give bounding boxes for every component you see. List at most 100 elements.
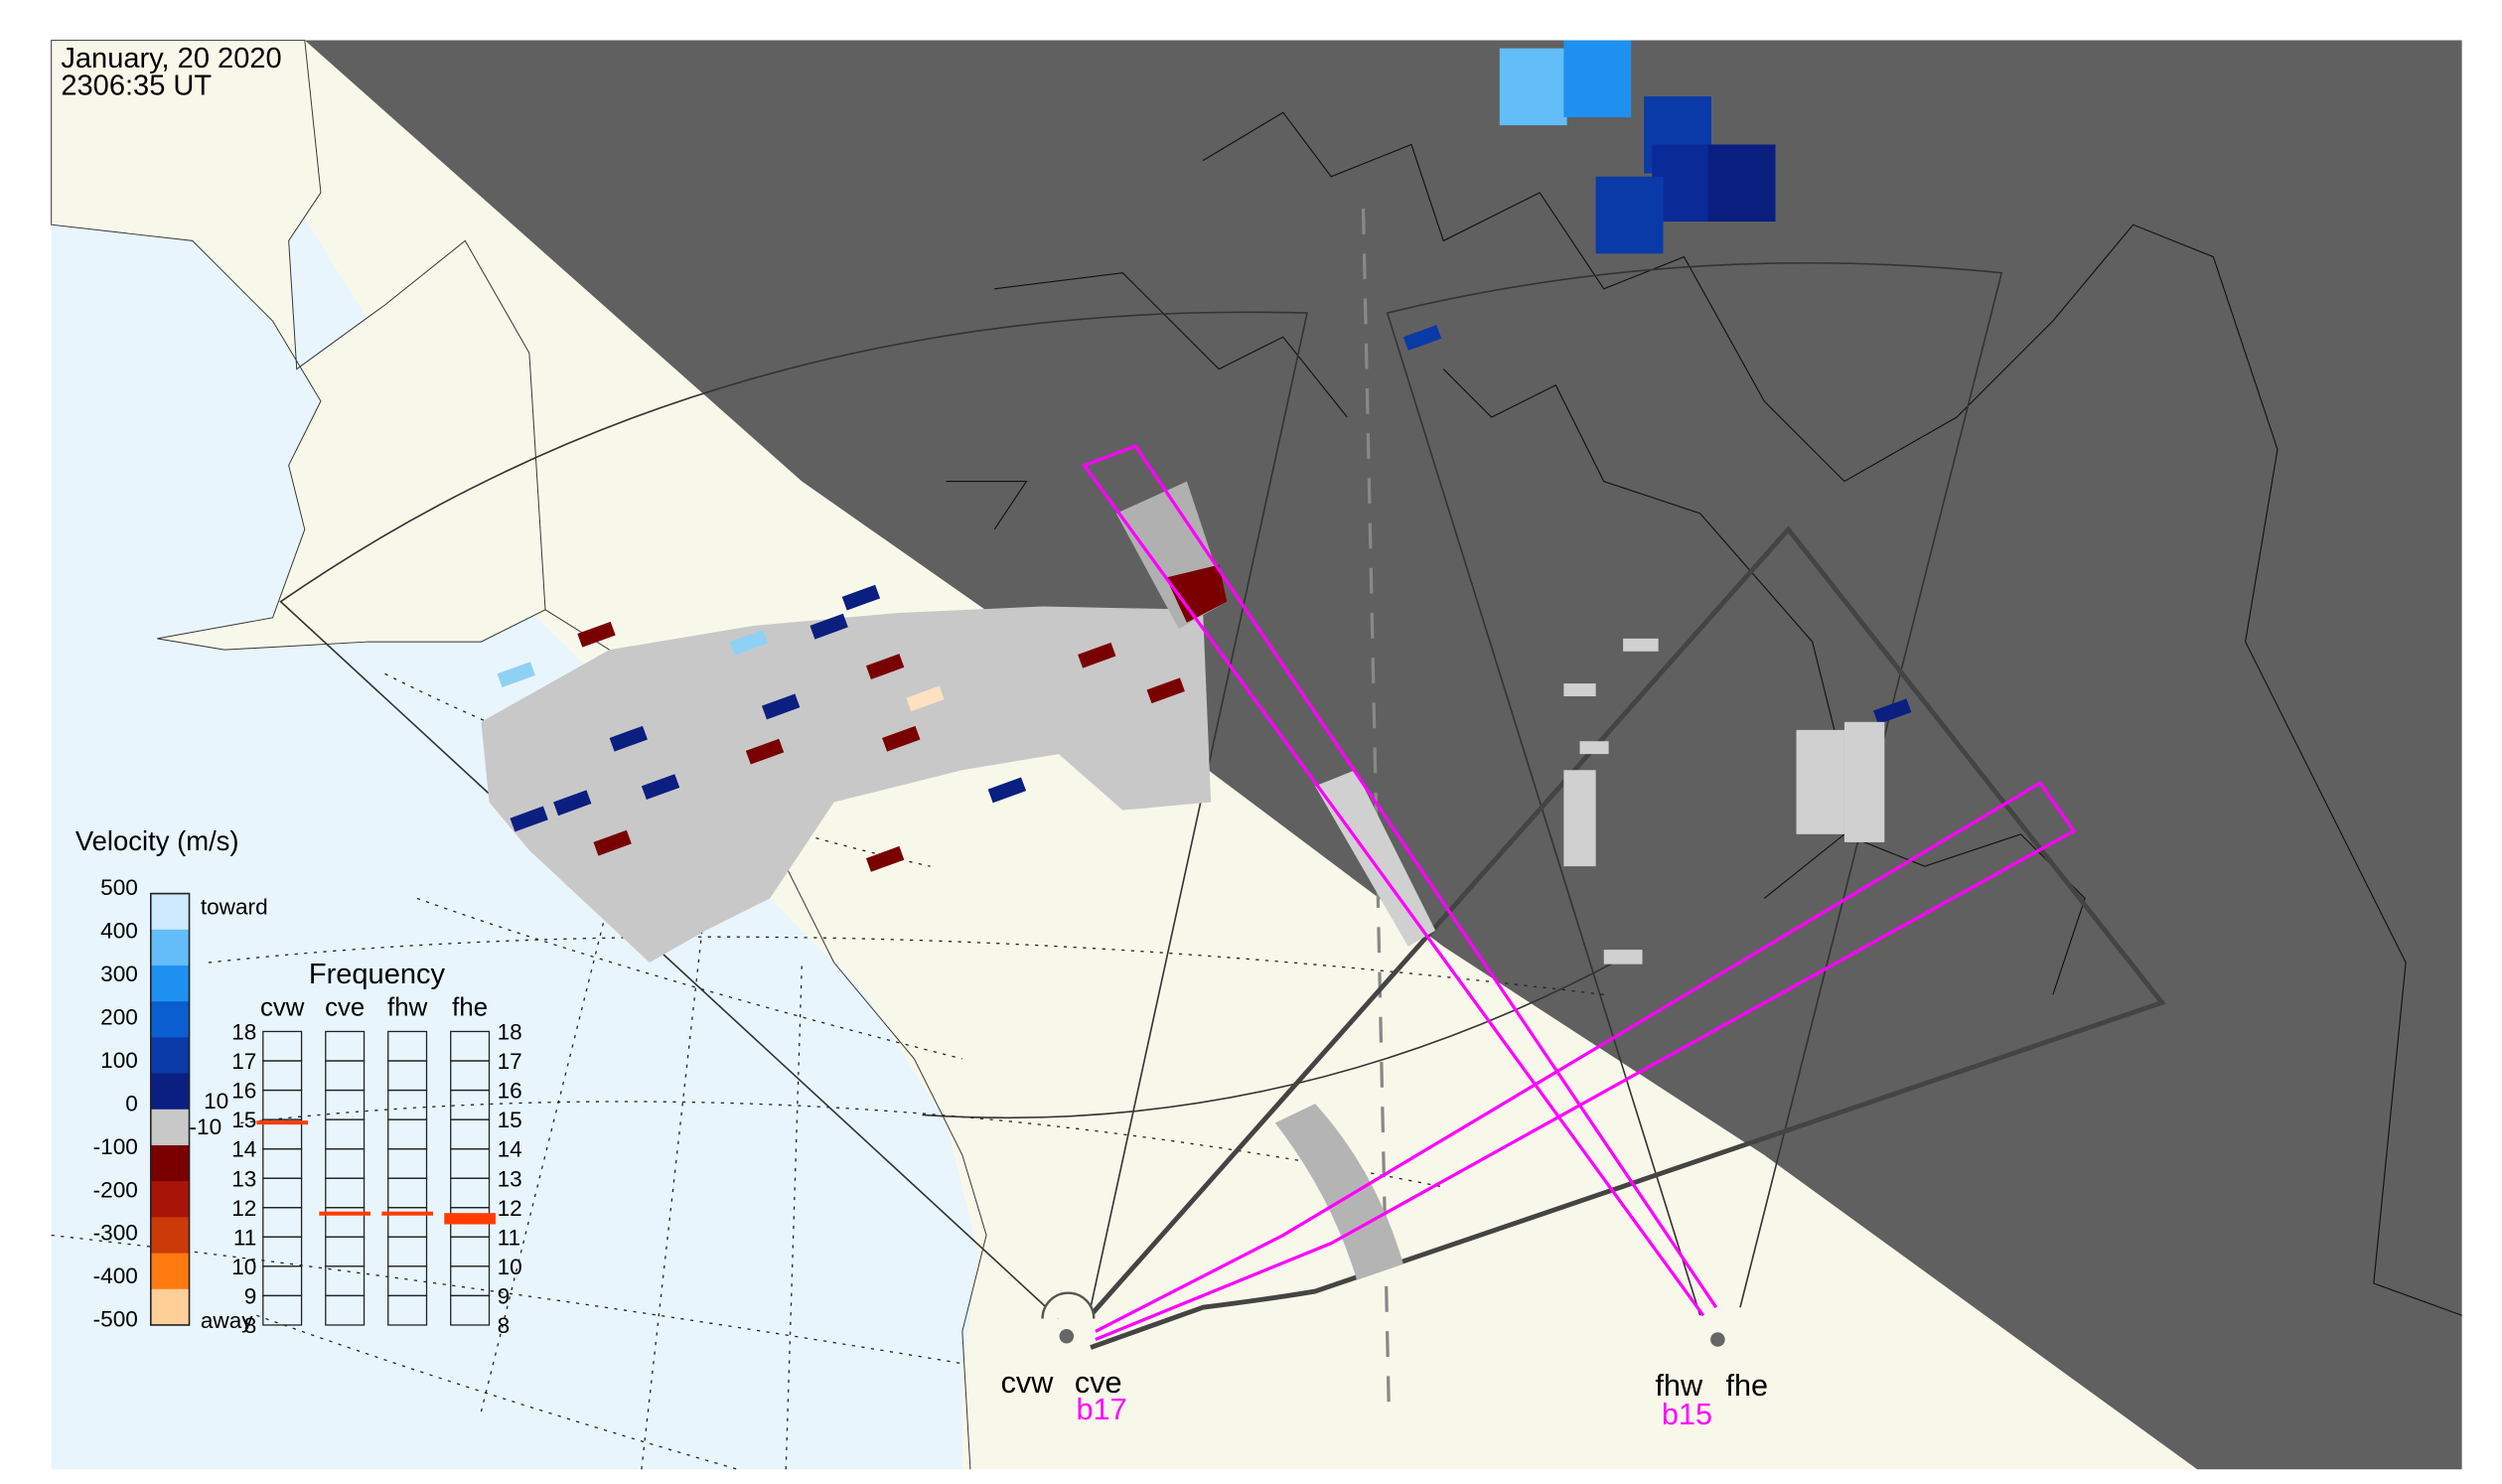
velocity-cell [729,629,769,656]
colorbar-segment [150,1073,190,1111]
alaska-coast [51,40,546,651]
cv-site-arc [1041,1291,1096,1319]
velocity-tick-label: 0 [125,1091,138,1115]
night-region [304,40,2462,1470]
velocity-cell [510,806,548,832]
fh-site-marker [1710,1332,1725,1347]
velocity-cell [987,777,1027,804]
velocity-tick-label: -300 [93,1221,138,1246]
velocity-cell [609,725,648,752]
legend-title: Velocity (m/s) [75,825,239,856]
colorbar-segment [150,1001,190,1038]
frequency-tick-left: 18 [231,1020,256,1045]
frequency-cell [325,1294,366,1326]
colorbar-segment [150,1253,190,1290]
frequency-marker [381,1211,433,1216]
frequency-cell [450,1294,491,1326]
plot-date: January, 20 2020 [61,43,281,74]
velocity-cell [882,725,921,752]
frequency-tick-left: 15 [231,1108,256,1132]
velocity-cell [497,662,535,688]
velocity-cell [762,693,801,720]
ground-scatter-cell [1563,683,1596,696]
colorbar-segment [150,1288,190,1326]
velocity-cell [1402,325,1442,351]
frequency-marker [444,1213,496,1225]
frequency-radar-label: cvw [260,993,305,1021]
frequency-tick-right: 15 [498,1108,522,1132]
ground-scatter-region [481,606,1212,964]
frequency-tick-right: 9 [498,1283,511,1308]
colorbar-segment [150,1144,190,1182]
frequency-tick-left: 16 [231,1079,256,1104]
radar-fans [279,261,2166,1350]
velocity-cell [553,790,592,816]
site-label-fhw: fhw [1655,1368,1703,1403]
velocity-tick-label: -100 [93,1134,138,1159]
dashed-meridian [1361,209,1391,1412]
ground-scatter-cell [1603,950,1643,965]
fhw-beam-b15 [1082,444,1718,1317]
frequency-tick-right: 12 [498,1196,522,1221]
frequency-radar-label: cve [325,993,365,1021]
cve-beam-b17 [1095,781,2077,1341]
colorbar-segment [150,1037,190,1075]
site-label-cvw: cvw [1001,1365,1055,1400]
velocity-cell [1595,176,1664,254]
frequency-tick-right: 17 [498,1049,522,1074]
frequency-tick-right: 8 [498,1313,511,1338]
legend-band-upper: 10 [204,1089,228,1113]
velocity-cell [1563,40,1632,118]
velocity-cell [841,584,881,611]
ground-scatter-cell [1623,638,1659,652]
frequency-radar-label: fhe [452,993,488,1021]
colorbar-segment [150,1181,190,1218]
colorbar-segment [150,893,190,931]
frequency-tick-left: 8 [244,1313,257,1338]
velocity-cell [593,829,632,856]
frequency-cell [262,1294,303,1326]
velocity-cell [1707,144,1776,223]
velocity-colorbar [149,892,191,1326]
velocity-cell [865,845,905,872]
beam-label-cve: b17 [1076,1392,1126,1426]
frequency-tick-right: 14 [498,1137,522,1162]
frequency-cell [387,1294,428,1326]
legend-toward: toward [201,895,268,920]
legend-band-lower: -10 [190,1114,222,1139]
ground-scatter-cell [1563,770,1596,867]
beams [1082,444,2077,1341]
frequency-tick-left: 17 [231,1049,256,1074]
colorbar-segment [150,929,190,966]
frequency-title: Frequency [309,959,446,990]
frequency-tick-left: 11 [233,1225,256,1250]
frequency-tick-right: 13 [498,1166,522,1191]
frequency-tick-right: 11 [498,1225,520,1250]
frequency-radar-label: fhw [387,993,428,1021]
frequency-marker [319,1211,371,1216]
frequency-tick-left: 12 [231,1196,256,1221]
beam-label-fhw: b15 [1662,1397,1712,1431]
velocity-tick-label: 500 [100,875,138,900]
velocity-tick-label: 200 [100,1005,138,1030]
frequency-tick-right: 10 [498,1255,522,1279]
velocity-tick-label: -500 [93,1307,138,1332]
velocity-cell [865,654,905,679]
velocity-cell [906,685,945,712]
arctic-coast [946,111,2462,1316]
scatter-cells [481,40,1912,965]
velocity-cell [577,621,616,648]
ground-scatter-cell [1796,729,1844,834]
velocity-cell [809,613,848,640]
beam-scatter [1315,770,1436,947]
cvw-fan [279,311,1309,1320]
velocity-cell [745,738,785,765]
colorbar-frame [149,892,191,1326]
ground-scatter-cell [1579,741,1609,755]
site-label-fhe: fhe [1725,1368,1768,1403]
range-gate-band [1274,1104,1403,1280]
velocity-tick-label: 300 [100,962,138,986]
